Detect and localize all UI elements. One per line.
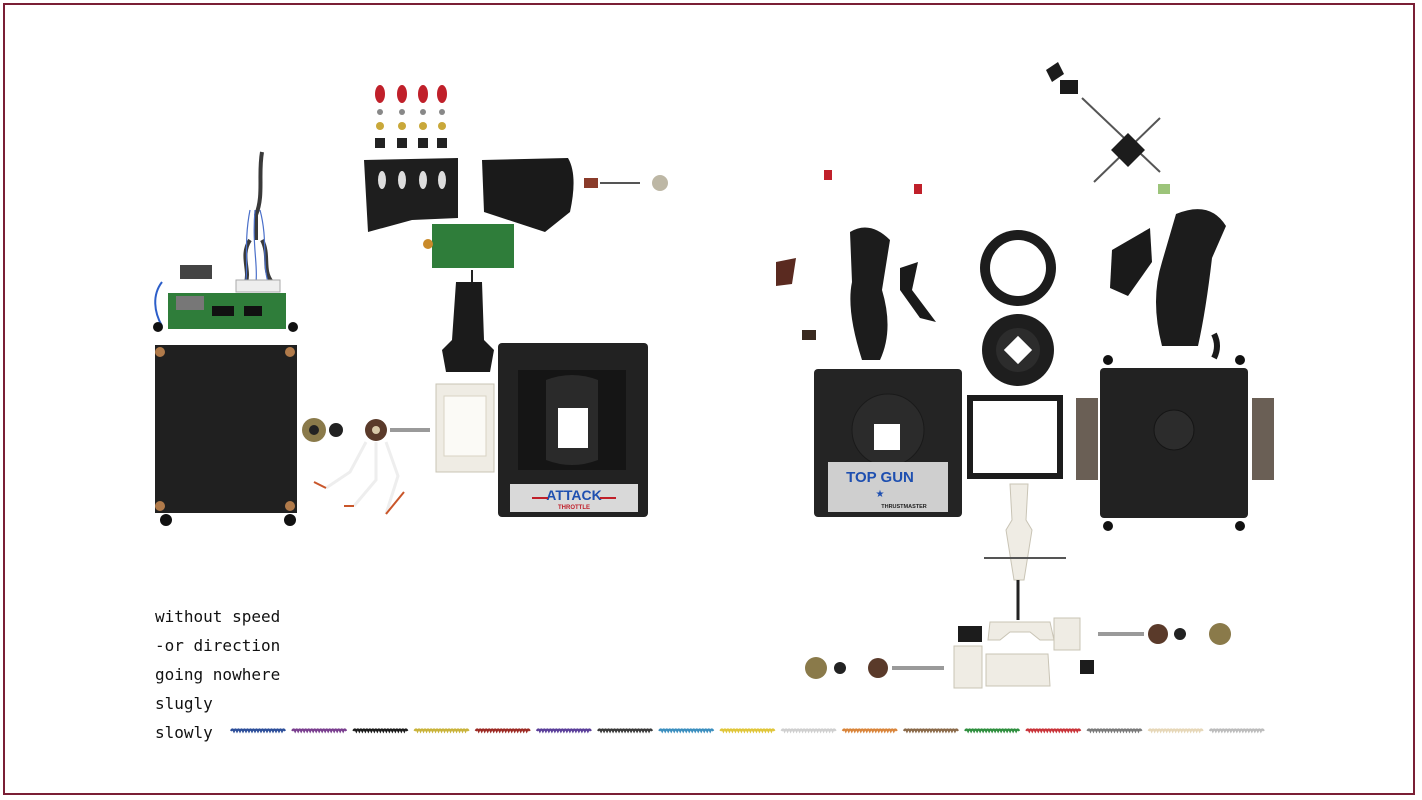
poem-line: slugly [155, 694, 213, 713]
coiled-wire [535, 728, 592, 734]
pot-wires [325, 441, 400, 515]
coiled-wire-row [230, 728, 1265, 734]
coiled-wire [230, 728, 286, 734]
throttle-stem [442, 282, 494, 372]
stick-opening [874, 424, 900, 450]
copper-screw [155, 501, 165, 511]
potentiometer [868, 658, 888, 678]
poem-line: slowly [155, 723, 213, 742]
right-grip [1156, 209, 1226, 346]
coiled-wire [352, 728, 409, 734]
topgun-label: TOP GUN [846, 469, 914, 486]
switch-cap [652, 175, 668, 191]
coiled-wire [964, 728, 1021, 734]
blue-wire [154, 281, 163, 327]
left-grip [850, 227, 890, 360]
gimbal-frame [967, 395, 1063, 479]
potentiometer-gear [1209, 623, 1231, 645]
throttle-slot [558, 408, 588, 448]
joystick-assembly: TOP GUN ★ THRUSTMASTER [776, 62, 1274, 689]
coiled-wire [841, 728, 898, 734]
throttle-handle [482, 158, 574, 232]
connector-white [235, 279, 281, 293]
star-icon: ★ [876, 489, 885, 500]
stick-shaft [1005, 483, 1033, 581]
coiled-wire [1147, 728, 1204, 734]
coiled-wire [658, 728, 715, 734]
coiled-wire [780, 728, 837, 734]
throttle-assembly: ATTACK THROTTLE [153, 85, 668, 526]
hat-switch-cap [1046, 62, 1064, 82]
throttle-label: THROTTLE [558, 505, 590, 511]
small-circuit-board [432, 224, 514, 268]
rubber-foot [160, 514, 172, 526]
topgun-label-plate [828, 462, 948, 512]
copper-screw [285, 501, 295, 511]
pcb-chip [212, 306, 234, 316]
rubber-foot [288, 322, 298, 332]
button-caps [375, 85, 447, 148]
hat-switch-body [1111, 133, 1145, 167]
attack-label: ATTACK [546, 487, 601, 503]
poem-line: -or direction [155, 636, 281, 655]
coiled-wire [902, 728, 959, 734]
potentiometer-gear [805, 657, 827, 679]
colored-wires [245, 209, 269, 283]
pcb-chip [244, 306, 262, 316]
coiled-wire [597, 728, 654, 734]
coiled-wire [474, 728, 531, 734]
poem-line: going nowhere [155, 665, 281, 684]
throttle-faceplate [364, 158, 458, 232]
gimbal-yoke [987, 621, 1055, 641]
attack-label-plate [510, 484, 638, 512]
rubber-foot [153, 322, 163, 332]
copper-screw [155, 347, 165, 357]
coiled-wire [719, 728, 776, 734]
coiled-wire [1208, 728, 1265, 734]
maker-label: THRUSTMASTER [881, 504, 927, 510]
poem: without speed -or direction going nowher… [155, 602, 280, 747]
coiled-wire [1086, 728, 1143, 734]
coiled-wire [291, 728, 348, 734]
potentiometer [1148, 624, 1168, 644]
connector [180, 265, 212, 279]
pcb-port [176, 296, 204, 310]
coiled-wire [413, 728, 470, 734]
coiled-wire [1025, 728, 1082, 734]
base-plate [155, 345, 297, 513]
copper-screw [285, 347, 295, 357]
toggle-switch [584, 178, 598, 188]
poem-line: without speed [155, 607, 281, 626]
rubber-foot [284, 514, 296, 526]
